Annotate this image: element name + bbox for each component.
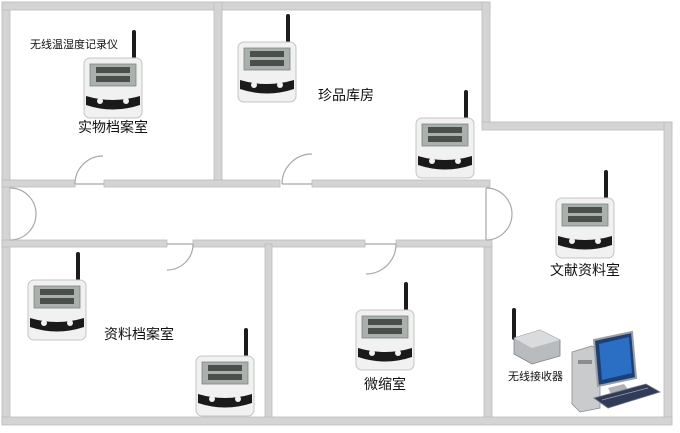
door-corridor-left — [9, 187, 37, 241]
wall-corridor-top-mid — [103, 179, 281, 188]
wireless-logger-literature — [555, 169, 615, 259]
walls — [1, 1, 673, 426]
wireless-logger-document-1 — [27, 251, 87, 341]
wall-bottom — [1, 416, 673, 426]
wall-corridor-top-right — [311, 179, 491, 188]
room-label-document-archive: 资料档案室 — [104, 327, 174, 343]
door-corridor-right — [485, 187, 513, 241]
door-microfilm — [365, 243, 397, 275]
wall-outer-left — [1, 1, 11, 425]
wireless-logger-microfilm — [355, 281, 415, 371]
wall-corridor-bottom-mid — [192, 239, 366, 248]
wall-right-building-top — [481, 121, 673, 131]
wall-corridor-bottom-left — [1, 239, 168, 248]
room-label-literature: 文献资料室 — [550, 263, 620, 279]
computer-icon — [571, 330, 662, 413]
wireless-receiver-icon — [512, 308, 561, 365]
wall-corridor-top-left — [1, 179, 76, 188]
logger-caption: 无线温湿度记录仪 — [30, 38, 118, 51]
room-label-microfilm: 微缩室 — [364, 377, 406, 393]
door-physical-archive — [74, 155, 104, 185]
doors — [9, 153, 513, 275]
room-label-physical-archive: 实物档案室 — [78, 120, 148, 136]
wall-top-right — [481, 1, 491, 125]
wall-corridor-bottom-right — [395, 239, 493, 248]
receiver-caption: 无线接收器 — [508, 370, 563, 383]
wall-top — [1, 1, 491, 11]
wall-right-building-left-lower — [483, 245, 493, 425]
wall-top-divider — [213, 1, 223, 185]
wireless-logger-treasure-1 — [237, 13, 297, 103]
wall-right-building-right — [663, 121, 673, 425]
door-document-archive — [166, 243, 194, 271]
door-treasure-storage — [281, 153, 313, 185]
wireless-logger-document-2 — [195, 327, 255, 417]
wireless-logger-treasure-2 — [415, 89, 475, 179]
room-label-treasure-storage: 珍品库房 — [318, 88, 374, 104]
wall-bottom-divider-1 — [264, 243, 273, 425]
